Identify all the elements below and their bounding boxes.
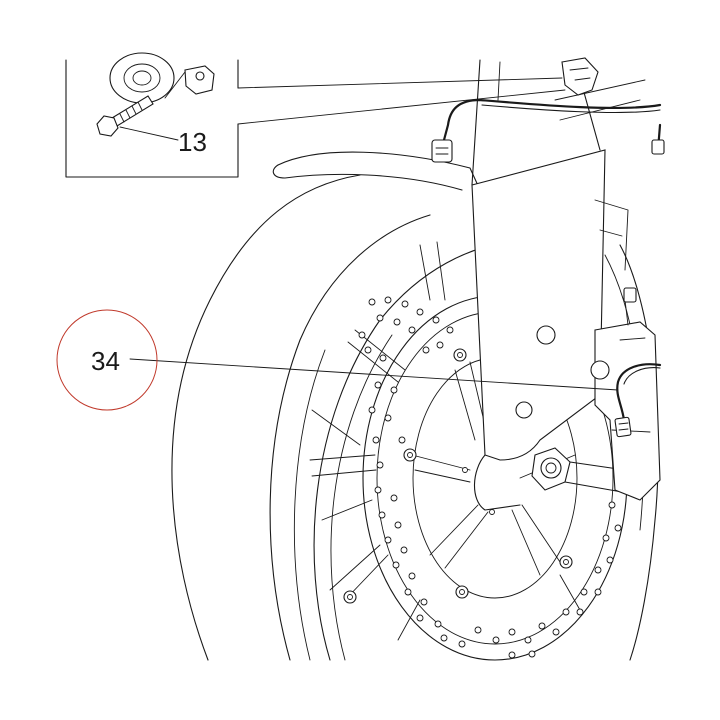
detail-inset (65, 52, 566, 178)
disc-perforations (358, 296, 622, 659)
bolt-13 (96, 95, 154, 137)
callout-13-leader (119, 126, 179, 141)
front-fender (272, 151, 481, 191)
callout-34-leader (129, 358, 619, 391)
brake-caliper (590, 287, 661, 501)
callout-13-label: 13 (178, 127, 207, 157)
front-tire (171, 174, 431, 661)
upper-sensor-wire (431, 98, 665, 163)
axle-nut (531, 447, 571, 491)
highlight-circle (56, 309, 158, 411)
sensor-bracket (561, 57, 599, 96)
callout-34-label: 34 (91, 346, 120, 376)
abs-sensor-wire (614, 363, 662, 438)
